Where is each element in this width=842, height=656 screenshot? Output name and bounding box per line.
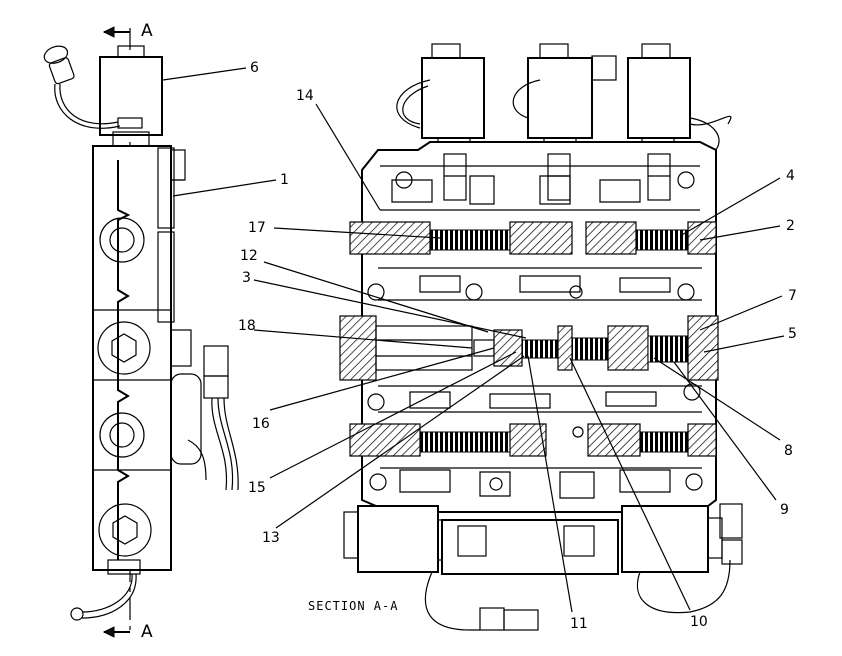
callout-labels: 1 2 3 4 5 6 7 8 9 10 11 12 13 14 15 16 1… <box>238 60 797 632</box>
section-marker-bottom: A <box>141 622 153 642</box>
callout-3: 3 <box>242 270 251 286</box>
callout-5: 5 <box>788 326 797 342</box>
leader-lines <box>162 67 785 613</box>
section-label: SECTION A-A <box>308 599 398 613</box>
callout-11: 11 <box>570 616 588 632</box>
callout-2: 2 <box>786 218 795 234</box>
callout-14: 14 <box>296 88 314 104</box>
callout-16: 16 <box>252 416 270 432</box>
callout-4: 4 <box>786 168 795 184</box>
callout-18: 18 <box>238 318 256 334</box>
port-1 <box>99 217 145 263</box>
port-3 <box>99 412 145 458</box>
solenoid-top-right <box>627 43 732 155</box>
callout-9: 9 <box>780 502 789 518</box>
solenoid-bottom-right <box>621 503 743 614</box>
callout-15: 15 <box>248 480 266 496</box>
port-4 <box>98 503 152 557</box>
spool-center <box>339 315 719 381</box>
callout-7: 7 <box>788 288 797 304</box>
solenoid-top-left <box>396 43 485 155</box>
port-2 <box>97 321 151 375</box>
side-view: A A <box>43 21 239 642</box>
callout-12: 12 <box>240 248 258 264</box>
callout-1: 1 <box>280 172 289 188</box>
callout-6: 6 <box>250 60 259 76</box>
lower-manifold <box>441 519 619 575</box>
solenoid-top-middle <box>512 43 617 155</box>
solenoid-bottom-left <box>343 505 539 631</box>
section-view <box>339 43 743 631</box>
callout-17: 17 <box>248 220 266 236</box>
callout-13: 13 <box>262 530 280 546</box>
callout-10: 10 <box>690 614 708 630</box>
callout-8: 8 <box>784 443 793 459</box>
section-marker-top: A <box>141 21 153 41</box>
spool-lower <box>349 423 717 457</box>
